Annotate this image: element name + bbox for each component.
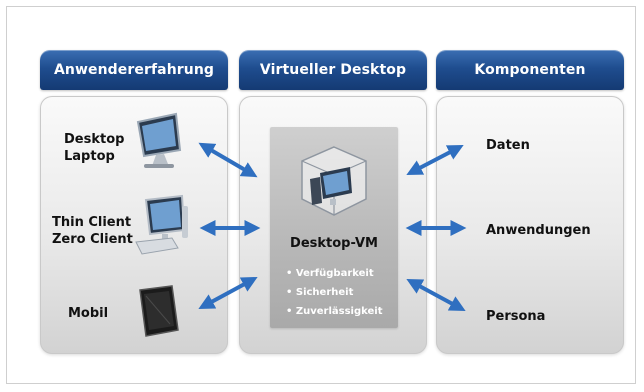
device-label-line: Desktop bbox=[64, 132, 125, 147]
arrow-vm-to-persona bbox=[406, 278, 466, 312]
component-label-persona: Persona bbox=[486, 309, 546, 324]
device-label-desktop-laptop: Desktop Laptop bbox=[64, 131, 124, 165]
vm-feature: Sicherheit bbox=[286, 283, 383, 302]
panel-user-experience bbox=[40, 96, 228, 354]
device-label-line: Zero Client bbox=[52, 232, 133, 247]
arrow-mobile-to-vm bbox=[198, 276, 258, 310]
vm-feature: Verfügbarkeit bbox=[286, 264, 383, 283]
arrow-desktop-to-vm bbox=[198, 142, 258, 178]
tablet-icon bbox=[139, 285, 179, 337]
monitor-icon bbox=[136, 112, 182, 168]
header-virtueller-desktop: Virtueller Desktop bbox=[239, 50, 427, 90]
header-komponenten: Komponenten bbox=[436, 50, 624, 90]
thin-client-icon bbox=[135, 194, 188, 255]
panel-components bbox=[436, 96, 624, 354]
header-anwendererfahrung: Anwendererfahrung bbox=[40, 50, 228, 90]
arrow-vm-to-daten bbox=[406, 145, 464, 175]
vm-feature-list: Verfügbarkeit Sicherheit Zuverlässigkeit bbox=[286, 264, 383, 321]
device-label-line: Thin Client bbox=[52, 215, 132, 230]
device-label-mobil: Mobil bbox=[68, 306, 109, 321]
device-label-thin-zero-client: Thin Client Zero Client bbox=[52, 214, 133, 248]
component-label-anwendungen: Anwendungen bbox=[486, 223, 591, 238]
device-label-line: Laptop bbox=[64, 149, 115, 164]
vm-feature: Zuverlässigkeit bbox=[286, 302, 383, 321]
virtual-machine-cube-icon bbox=[301, 146, 367, 216]
diagram-frame bbox=[6, 6, 636, 384]
component-label-daten: Daten bbox=[486, 138, 530, 153]
vm-title: Desktop-VM bbox=[290, 236, 378, 251]
